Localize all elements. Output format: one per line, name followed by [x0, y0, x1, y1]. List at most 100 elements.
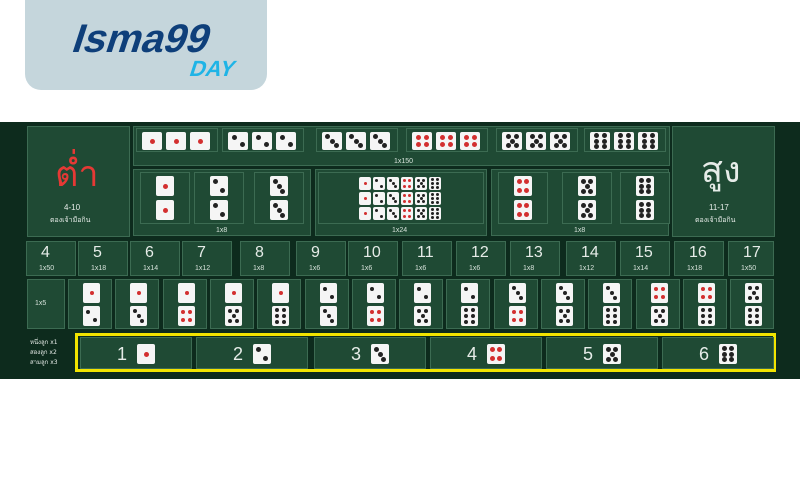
- bet-single-6[interactable]: 6: [662, 337, 774, 369]
- bet-combo-3-4[interactable]: [494, 279, 538, 329]
- bet-combo-1-4[interactable]: [163, 279, 207, 329]
- pip: [654, 295, 659, 300]
- die-face-5-icon: [745, 283, 762, 303]
- bet-double-3[interactable]: [254, 172, 304, 224]
- pip: [638, 183, 644, 189]
- die-face-6-icon: [272, 306, 289, 326]
- pip: [329, 295, 334, 300]
- pip: [140, 319, 145, 323]
- pip: [435, 212, 439, 215]
- pip: [701, 295, 706, 300]
- bet-combo-3-5[interactable]: [541, 279, 585, 329]
- bet-single-5[interactable]: 5: [546, 337, 658, 369]
- pip: [431, 182, 435, 185]
- bet-double-2[interactable]: [194, 172, 244, 224]
- bet-combo-1-5[interactable]: [210, 279, 254, 329]
- bet-triple-4[interactable]: [406, 128, 488, 152]
- total-payout: 1x18: [91, 265, 107, 272]
- die-face-3-icon: [346, 132, 366, 150]
- bet-single-2[interactable]: 2: [196, 337, 308, 369]
- bet-single-3[interactable]: 3: [314, 337, 426, 369]
- die-face-3-icon: [322, 132, 342, 150]
- bet-combo-2-5[interactable]: [399, 279, 443, 329]
- bet-triple-3[interactable]: [316, 128, 398, 152]
- pip: [657, 314, 662, 318]
- pip: [606, 319, 611, 324]
- pip: [625, 138, 631, 144]
- bet-double-4[interactable]: [498, 172, 548, 224]
- pip: [588, 212, 594, 218]
- bet-combo-1-6[interactable]: [257, 279, 301, 329]
- die-face-3-icon: [603, 283, 620, 303]
- pip: [220, 211, 226, 217]
- pip: [431, 215, 435, 219]
- bet-any-triple-grid[interactable]: [318, 172, 484, 224]
- logo-brand-text: Isma99: [67, 16, 217, 61]
- bet-triple-5[interactable]: [496, 128, 578, 152]
- pip: [136, 314, 141, 318]
- bet-double-1[interactable]: [140, 172, 190, 224]
- bet-combo-3-6[interactable]: [588, 279, 632, 329]
- pip: [187, 309, 192, 314]
- bet-low[interactable]: ต่ำ 4-10 ตองเจ้ามือกิน: [27, 126, 130, 237]
- pip: [562, 314, 567, 318]
- bet-combo-2-6[interactable]: [446, 279, 490, 329]
- bet-double-5[interactable]: [562, 172, 612, 224]
- pip: [435, 182, 439, 185]
- pip: [606, 308, 611, 313]
- bet-combo-2-3[interactable]: [305, 279, 349, 329]
- bet-high[interactable]: สูง 11-17 ตองเจ้ามือกิน: [672, 126, 775, 237]
- pip: [431, 208, 435, 212]
- bet-triple-6[interactable]: [584, 128, 666, 152]
- die-face-1-icon: [190, 132, 210, 150]
- bet-triple-1[interactable]: [136, 128, 218, 152]
- bet-single-1[interactable]: 1: [80, 337, 192, 369]
- bet-single-4[interactable]: 4: [430, 337, 542, 369]
- bet-combo-2-4[interactable]: [352, 279, 396, 329]
- pip: [435, 193, 439, 197]
- pip: [518, 318, 523, 323]
- bet-combo-4-5[interactable]: [636, 279, 680, 329]
- total-number: 14: [581, 244, 599, 261]
- bet-triple-2[interactable]: [222, 128, 304, 152]
- pip: [518, 309, 523, 314]
- bet-double-6[interactable]: [620, 172, 670, 224]
- pip: [212, 179, 218, 185]
- pip: [231, 291, 236, 295]
- doubles-left-payout: 1x8: [216, 227, 228, 234]
- doubles-right-payout: 1x8: [574, 227, 586, 234]
- bet-combo-5-6[interactable]: [730, 279, 774, 329]
- bet-combo-4-6[interactable]: [683, 279, 727, 329]
- pip: [421, 193, 425, 197]
- pip: [394, 185, 398, 189]
- bet-combo-1-3[interactable]: [115, 279, 159, 329]
- single-number: 2: [233, 344, 244, 364]
- die-face-4-icon: [178, 306, 195, 326]
- total-payout: 1x12: [195, 265, 211, 272]
- pip: [729, 351, 735, 357]
- die-face-3-icon: [270, 200, 288, 220]
- bet-combo-1-2[interactable]: [68, 279, 112, 329]
- pip: [524, 187, 530, 193]
- pip: [281, 308, 286, 313]
- die-face-4-icon: [651, 283, 668, 303]
- die-face-6-icon: [429, 177, 441, 190]
- total-payout: 1x50: [741, 265, 757, 272]
- pip: [601, 138, 607, 144]
- pip: [407, 214, 411, 218]
- pip: [92, 318, 97, 323]
